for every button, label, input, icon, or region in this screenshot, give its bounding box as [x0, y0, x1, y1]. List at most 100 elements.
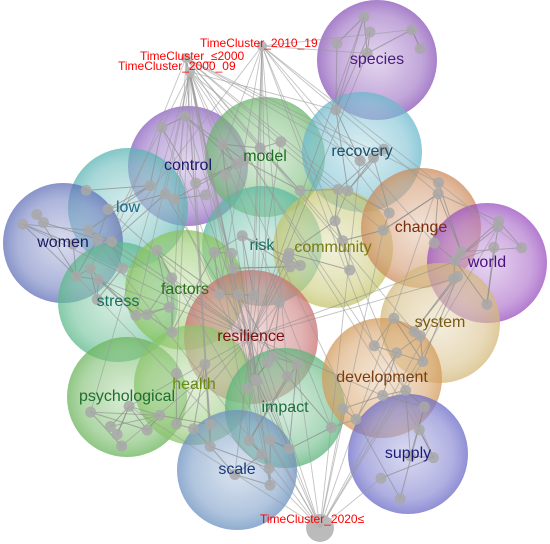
network-edge — [288, 220, 336, 254]
network-node — [481, 298, 493, 310]
network-node — [168, 193, 180, 205]
cluster-label-impact: impact — [261, 399, 309, 416]
network-edge — [393, 318, 424, 362]
network-edge — [241, 235, 252, 338]
network-edge — [184, 116, 237, 165]
network-node — [448, 273, 459, 285]
network-edge — [161, 127, 197, 184]
network-node — [163, 301, 175, 313]
network-edge — [454, 260, 488, 305]
network-node — [294, 260, 306, 271]
network-edge — [159, 414, 211, 425]
network-node — [329, 215, 341, 227]
time-cluster-edge — [90, 71, 191, 413]
network-node — [213, 288, 225, 300]
time-cluster-edge — [173, 198, 321, 529]
time-cluster-node-tc2020 — [306, 514, 334, 542]
network-node — [219, 169, 231, 181]
network-node — [281, 370, 293, 382]
network-edge — [373, 157, 390, 214]
network-edge — [300, 189, 339, 191]
network-edge — [405, 390, 411, 457]
network-edge — [195, 163, 237, 184]
network-node — [228, 262, 240, 274]
time-cluster-edge — [261, 45, 368, 54]
network-node — [368, 340, 380, 352]
network-node — [332, 184, 344, 195]
network-node — [254, 142, 266, 154]
network-edge — [247, 302, 280, 389]
network-node — [414, 330, 426, 342]
cluster-label-model: model — [243, 148, 287, 165]
cluster-label-stress: stress — [97, 293, 140, 310]
time-cluster-edge — [319, 230, 384, 529]
time-cluster-edge — [319, 182, 439, 529]
time-cluster-label-tc2010: TimeCluster_2010_19 — [200, 36, 318, 50]
time-cluster-edge — [175, 71, 191, 374]
time-cluster-edge — [173, 71, 191, 200]
network-edge — [337, 157, 374, 190]
network-edge — [193, 364, 206, 429]
time-cluster-edge — [261, 29, 412, 47]
network-edge — [335, 43, 338, 110]
network-node — [383, 207, 395, 219]
time-cluster-edge — [185, 57, 271, 486]
network-node — [264, 434, 276, 446]
network-edge — [256, 380, 290, 450]
network-node — [92, 233, 103, 245]
network-edge — [75, 238, 98, 277]
network-nodes — [17, 11, 528, 542]
cluster-label-community: community — [294, 239, 371, 256]
time-cluster-edge — [189, 71, 250, 441]
cluster-label-psychological: psychological — [79, 388, 175, 405]
network-node — [84, 263, 96, 275]
time-cluster-edge — [88, 229, 321, 529]
network-edge — [86, 185, 151, 191]
time-cluster-edge — [75, 275, 321, 529]
network-node — [251, 375, 263, 387]
network-edge — [433, 193, 439, 244]
network-node — [368, 152, 379, 164]
network-node — [488, 241, 500, 253]
time-cluster-label-tc2020: TimeCluster_2020≤ — [260, 512, 365, 526]
time-cluster-edge — [189, 71, 211, 447]
network-edge — [184, 116, 223, 145]
network-edge — [90, 411, 160, 416]
time-cluster-edge — [89, 71, 191, 270]
network-node — [17, 218, 29, 230]
time-cluster-edge — [319, 408, 344, 529]
network-edge — [248, 375, 288, 441]
cluster-label-change: change — [395, 219, 448, 236]
time-cluster-edge — [161, 127, 321, 529]
network-node — [337, 403, 349, 415]
network-edge — [107, 185, 151, 210]
network-node — [361, 47, 373, 59]
network-edge — [156, 250, 170, 308]
network-node — [273, 297, 285, 308]
network-edge — [250, 278, 454, 338]
network-node — [156, 122, 168, 133]
cluster-label-scale: scale — [218, 461, 255, 478]
network-edge — [413, 278, 454, 332]
network-edge — [176, 336, 252, 425]
network-edge — [355, 418, 401, 499]
time-cluster-edge — [111, 57, 187, 242]
network-node — [432, 188, 444, 200]
network-edge — [90, 411, 148, 431]
network-node — [264, 479, 276, 491]
network-node — [330, 104, 342, 116]
time-cluster-edge — [205, 45, 263, 196]
network-node — [404, 450, 416, 462]
network-node — [427, 452, 439, 464]
time-cluster-edge — [185, 57, 349, 192]
time-cluster-node-tc2000 — [181, 53, 191, 63]
cluster-label-development: development — [336, 369, 428, 386]
network-node — [364, 26, 376, 38]
network-node — [91, 294, 103, 305]
network-edge — [22, 223, 74, 245]
network-node — [342, 185, 354, 197]
cluster-label-resilience: resilience — [217, 328, 285, 345]
network-node — [283, 443, 295, 455]
network-node — [516, 242, 528, 254]
time-cluster-edge — [247, 45, 263, 389]
